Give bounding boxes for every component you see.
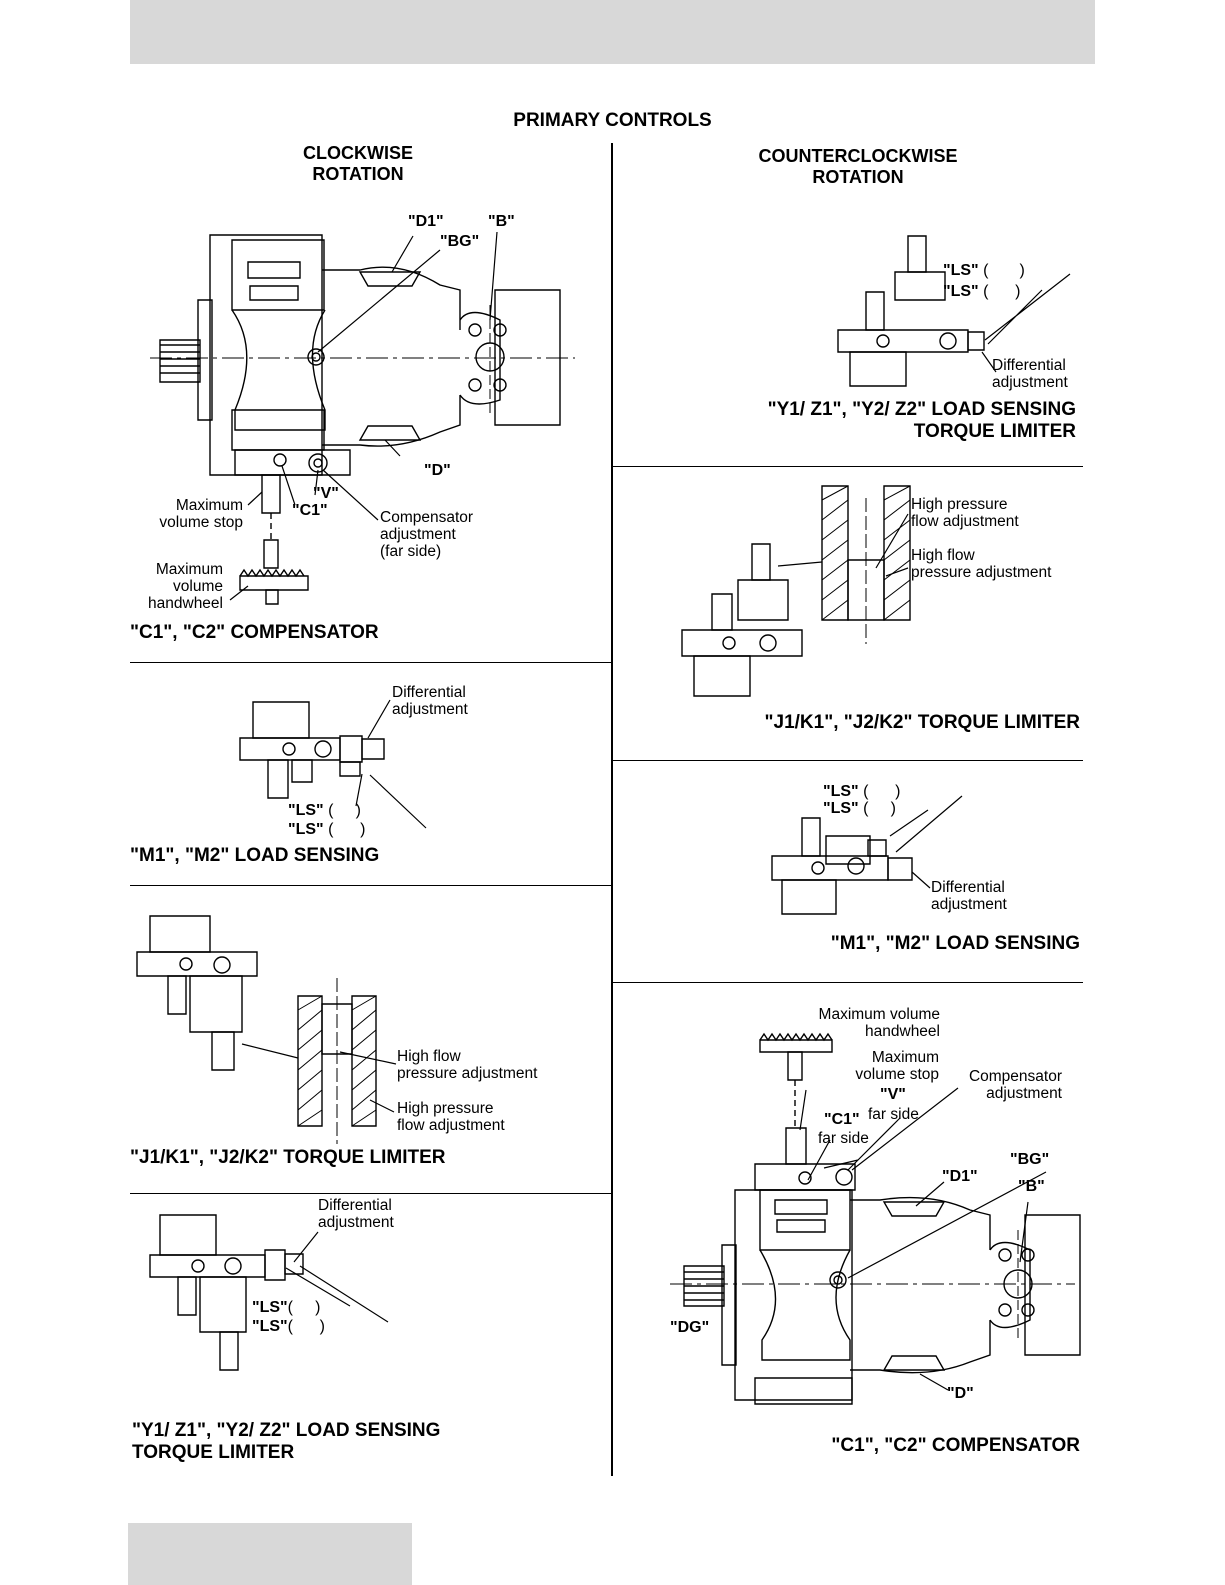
port-v-label: "V": [313, 485, 339, 502]
c1-c2-compensator-caption: "C1", "C2" COMPENSATOR: [831, 1435, 1080, 1456]
pump-drawing-left: [150, 232, 575, 604]
port-bg-label: "BG": [440, 233, 480, 250]
ls-port-label: "LS" ( ): [288, 821, 366, 838]
ls-port-label: "LS"( ): [252, 1299, 321, 1316]
ls-port-label: "LS" ( ): [943, 262, 1025, 279]
c1-c2-compensator-caption: "C1", "C2" COMPENSATOR: [130, 622, 379, 643]
far-side-label: far side: [818, 1130, 869, 1147]
section-divider: [130, 1193, 611, 1194]
ls-port-label: "LS" ( ): [823, 783, 901, 800]
section-divider: [612, 760, 1083, 761]
ls-port-label: "LS" ( ): [943, 283, 1021, 300]
port-d1-label: "D1": [942, 1168, 978, 1185]
port-c1-label: "C1": [292, 502, 328, 519]
m1-m2-load-sensing-caption: "M1", "M2" LOAD SENSING: [830, 933, 1080, 954]
header-bar: [130, 0, 1095, 64]
section-divider: [612, 982, 1083, 983]
footer-bar: [128, 1523, 412, 1585]
port-d-label: "D": [424, 462, 451, 479]
column-divider: [611, 143, 613, 1476]
port-v-label: "V": [880, 1086, 906, 1103]
port-c1-label: "C1": [824, 1111, 860, 1128]
port-dg-label: "DG": [670, 1319, 710, 1336]
port-b-label: "B": [1018, 1178, 1045, 1195]
j1-k1-torque-limiter-caption: "J1/K1", "J2/K2" TORQUE LIMITER: [130, 1147, 446, 1168]
section-divider: [130, 885, 611, 886]
j1-k1-torque-limiter-caption: "J1/K1", "J2/K2" TORQUE LIMITER: [764, 712, 1080, 733]
ls-port-label: "LS" ( ): [288, 802, 361, 819]
section-divider: [612, 466, 1083, 467]
ls-port-label: "LS"( ): [252, 1318, 325, 1335]
port-bg-label: "BG": [1010, 1151, 1050, 1168]
port-d1-label: "D1": [408, 213, 444, 230]
port-d-label: "D": [947, 1385, 974, 1402]
page-title: PRIMARY CONTROLS: [513, 110, 712, 131]
m1-m2-load-sensing-caption: "M1", "M2" LOAD SENSING: [130, 845, 380, 866]
port-b-label: "B": [488, 213, 515, 230]
ls-port-label: "LS" ( ): [823, 800, 896, 817]
section-divider: [130, 662, 611, 663]
far-side-label: far side: [868, 1106, 919, 1123]
